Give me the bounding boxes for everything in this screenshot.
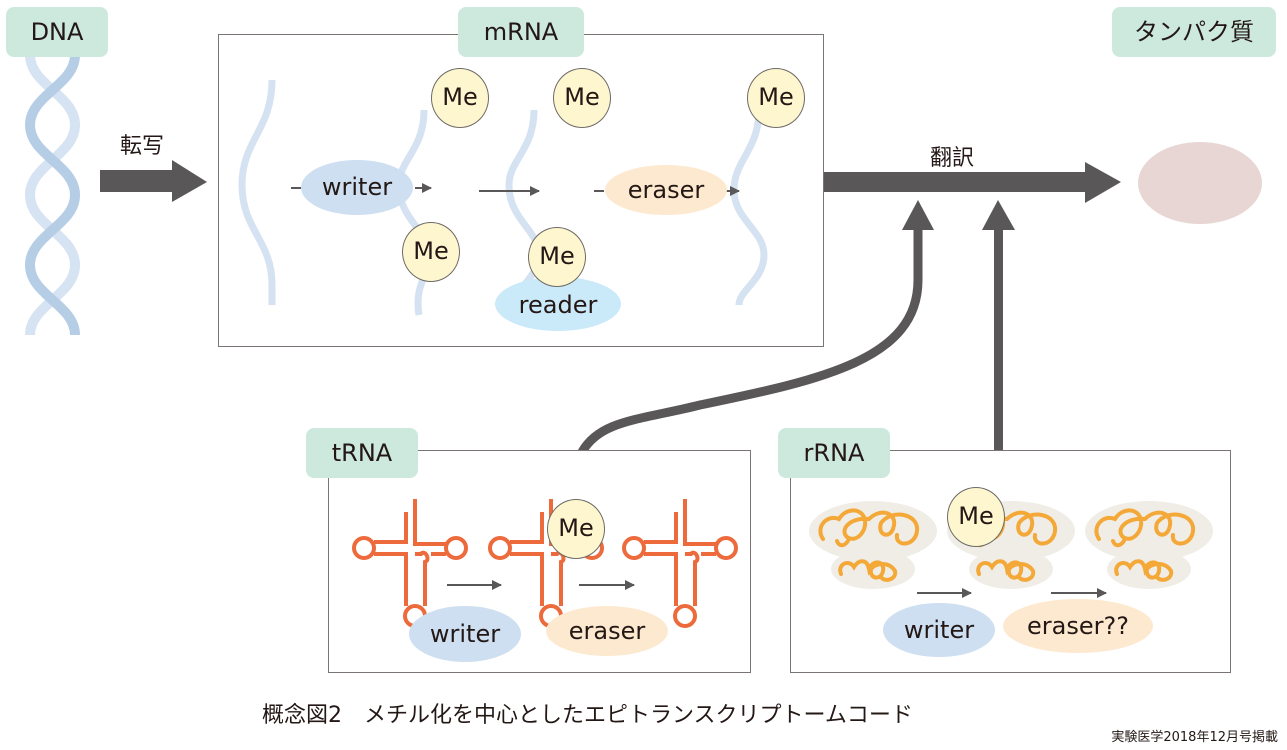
trna-panel: writer eraser Me (328, 450, 751, 673)
tag-dna: DNA (6, 7, 108, 57)
tag-protein: タンパク質 (1112, 7, 1276, 57)
rrna-ribosome-1 (807, 499, 939, 591)
transcription-label: 転写 (120, 134, 165, 159)
rrna-eraser: eraser?? (1003, 599, 1153, 653)
trna-writer: writer (409, 606, 521, 662)
mrna-strand-3 (505, 109, 543, 293)
tag-rrna: rRNA (778, 428, 890, 478)
transcription-arrow (100, 160, 207, 202)
figure-caption: 概念図2 メチル化を中心としたエピトランスクリプトームコード (262, 703, 913, 728)
trna-shapes (352, 497, 738, 628)
rrna-arrow-head (982, 200, 1015, 230)
trna-structure-3 (622, 497, 738, 628)
mrna-methyl-4: Me (528, 227, 586, 287)
trna-eraser: eraser (546, 606, 668, 656)
protein-shape (1138, 142, 1262, 224)
mrna-reader: reader (495, 277, 621, 331)
rrna-panel: writer eraser?? Me (790, 450, 1231, 673)
mrna-strand-2 (395, 109, 433, 316)
mrna-panel: writer eraser reader Me Me Me Me Me (218, 34, 824, 347)
mrna-methyl-2: Me (402, 222, 460, 282)
rrna-ribosome-3 (1083, 499, 1215, 591)
translation-label: 翻訳 (930, 146, 975, 171)
mrna-strand-1 (238, 79, 276, 305)
rrna-arrow (994, 228, 1003, 450)
mrna-writer: writer (301, 160, 413, 215)
source-credit: 実験医学2018年12月号掲載 (1111, 730, 1278, 745)
rrna-writer: writer (883, 603, 995, 657)
tag-trna: tRNA (306, 428, 418, 478)
mrna-eraser: eraser (605, 165, 727, 215)
mrna-methyl-5: Me (747, 68, 805, 128)
translation-arrow (823, 162, 1121, 203)
mrna-strands (238, 79, 768, 316)
rrna-shapes (807, 499, 1215, 598)
dna-helix (24, 54, 81, 336)
mrna-strand-4 (730, 109, 768, 306)
trna-arrow-head (902, 200, 934, 230)
mrna-methyl-3: Me (553, 68, 611, 128)
trna-methyl: Me (547, 499, 605, 559)
rrna-methyl: Me (947, 487, 1005, 547)
trna-curved-arrow (578, 228, 923, 455)
tag-mrna: mRNA (458, 7, 584, 57)
mrna-methyl-1: Me (431, 68, 489, 128)
